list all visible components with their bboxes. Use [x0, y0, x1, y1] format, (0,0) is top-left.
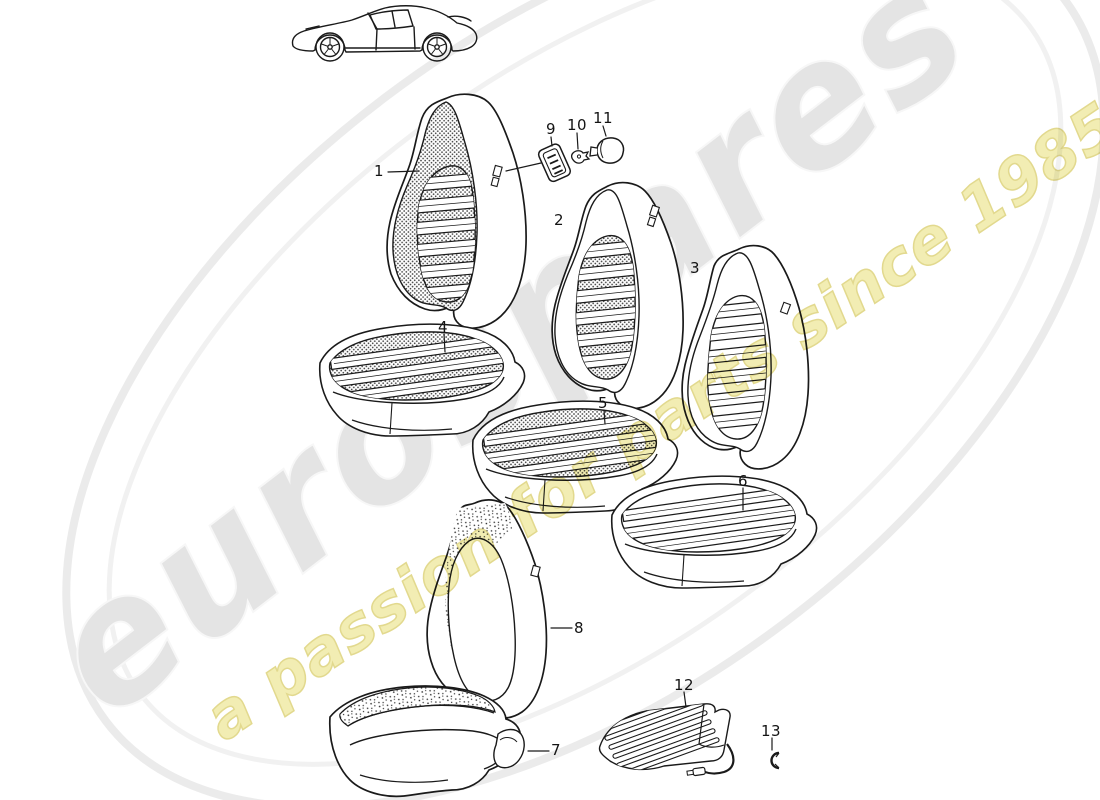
callout-7[interactable]: 7	[550, 741, 562, 759]
callout-12[interactable]: 12	[673, 676, 695, 694]
part-drawing-6[interactable]	[612, 476, 817, 588]
callout-6[interactable]: 6	[737, 472, 749, 490]
callout-10[interactable]: 10	[566, 116, 588, 134]
part-drawing-12[interactable]	[598, 692, 735, 777]
callout-1[interactable]: 1	[373, 162, 385, 180]
callout-5[interactable]: 5	[597, 394, 609, 412]
part-drawing-2[interactable]	[551, 181, 684, 410]
part-drawing-9[interactable]	[537, 143, 572, 183]
callout-8[interactable]: 8	[573, 619, 585, 637]
part-drawing-3[interactable]	[681, 244, 810, 470]
callout-9[interactable]: 9	[545, 120, 557, 138]
callout-4[interactable]: 4	[437, 318, 449, 336]
leader-lines	[387, 125, 773, 752]
part-drawing-10[interactable]	[570, 150, 591, 164]
part-drawing-13[interactable]	[770, 751, 780, 770]
car-silhouette-icon	[291, 5, 478, 62]
callout-3[interactable]: 3	[689, 259, 701, 277]
part-drawing-7[interactable]	[328, 685, 525, 798]
callout-11[interactable]: 11	[592, 109, 614, 127]
heater-wire	[704, 743, 735, 775]
part-drawing-1[interactable]	[386, 93, 527, 329]
part-drawing-11[interactable]	[589, 137, 625, 164]
part-drawing-8[interactable]	[426, 499, 548, 719]
callout-2[interactable]: 2	[553, 211, 565, 229]
callout-13[interactable]: 13	[760, 722, 782, 740]
